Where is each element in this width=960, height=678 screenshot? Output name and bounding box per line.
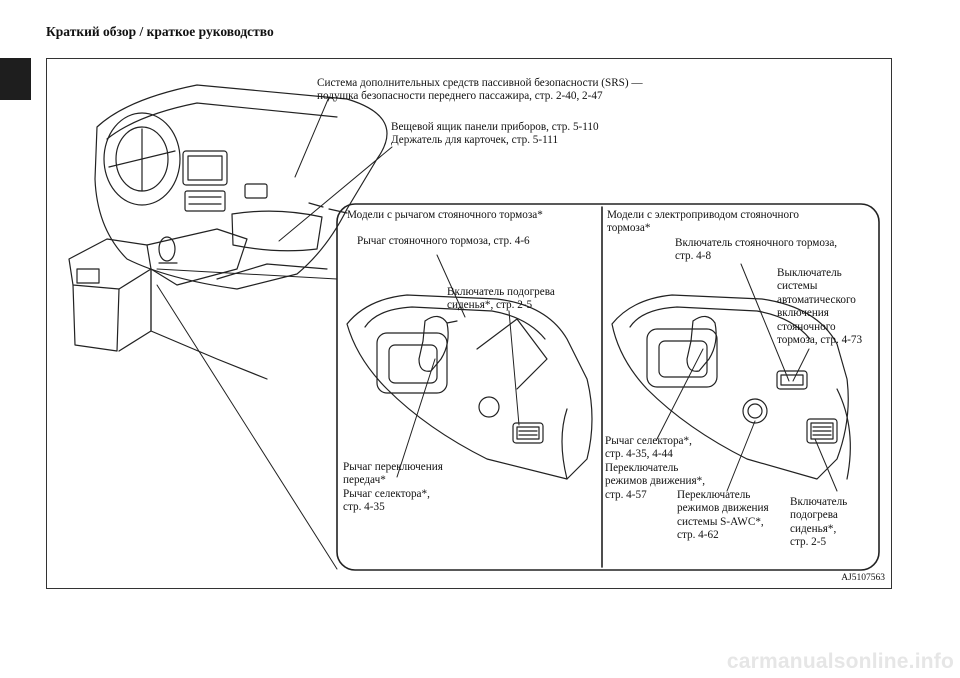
footer-watermark: carmanualsonline.info <box>726 650 954 673</box>
detail-panel <box>336 203 880 571</box>
figure-code: AJ5107563 <box>841 573 885 583</box>
label-left-models-title: Модели с рычагом стояночного тормоза* <box>347 209 543 221</box>
label-epb-switch: Включатель стояночного тормоза, стр. 4-8 <box>675 237 838 263</box>
label-srs-airbag: Система дополнительных средств пассивной… <box>317 77 643 103</box>
section-tab-marker <box>0 58 31 100</box>
label-seat-heater-left: Включатель подогрева сиденья*, стр. 2-5 <box>447 286 555 312</box>
figure-frame: Система дополнительных средств пассивной… <box>46 58 892 589</box>
left-detail-drawing <box>346 294 593 480</box>
leader-lines <box>156 96 393 570</box>
label-handbrake-lever: Рычаг стояночного тормоза, стр. 4-6 <box>357 235 530 247</box>
panel-leader-lines <box>396 254 838 492</box>
right-detail-drawing <box>611 294 851 480</box>
center-console-drawing <box>68 228 328 380</box>
label-seat-heater-right: Включатель подогрева сиденья*, стр. 2-5 <box>790 496 848 549</box>
label-s-awc-switch: Переключатель режимов движения системы S… <box>677 489 769 542</box>
label-auto-hold-switch: Выключатель системы автоматического вклю… <box>777 267 863 347</box>
label-gear-lever: Рычаг переключения передач* Рычаг селект… <box>343 461 443 514</box>
console-illustration <box>68 84 880 571</box>
page-header-title: Краткий обзор / краткое руководство <box>46 24 274 39</box>
label-glovebox: Вещевой ящик панели приборов, стр. 5-110… <box>391 121 599 147</box>
label-right-models-title: Модели с электроприводом стояночного тор… <box>607 209 800 235</box>
dashboard-drawing <box>94 84 388 290</box>
label-selector-right: Рычаг селектора*, стр. 4-35, 4-44 Перекл… <box>605 435 706 501</box>
